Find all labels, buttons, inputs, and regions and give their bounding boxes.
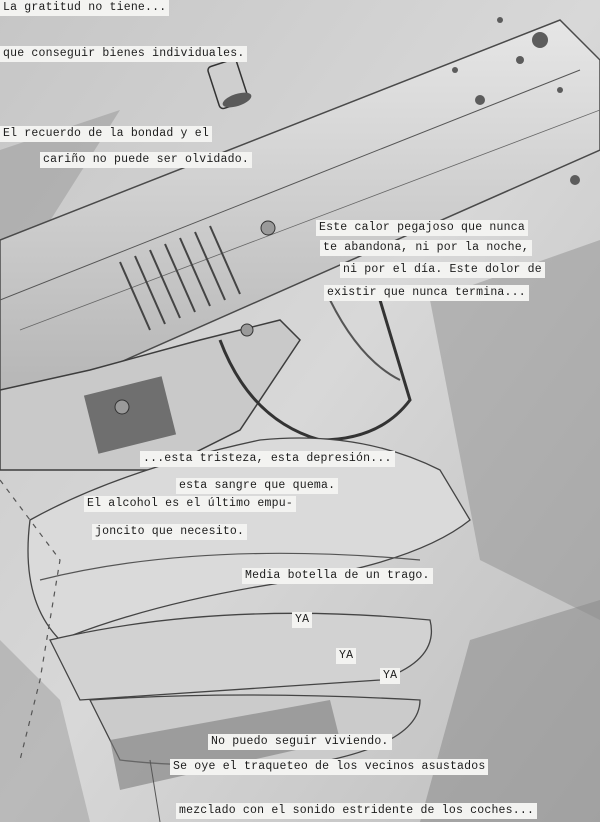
- caption-text: YA: [383, 669, 398, 682]
- caption-text: ni por el día. Este dolor de: [343, 263, 542, 276]
- caption-text: que conseguir bienes individuales.: [3, 47, 245, 60]
- caption-strip: Este calor pegajoso que nunca: [316, 220, 528, 236]
- caption-strip: esta sangre que quema.: [176, 478, 339, 494]
- caption-strip: que conseguir bienes individuales.: [0, 46, 248, 62]
- caption-strip: existir que nunca termina...: [324, 285, 529, 301]
- caption-strip: La gratitud no tiene...: [0, 0, 170, 16]
- caption-strip: Media botella de un trago.: [242, 568, 433, 584]
- caption-text: esta sangre que quema.: [179, 479, 336, 492]
- caption-text: La gratitud no tiene...: [3, 1, 167, 14]
- caption-strip: mezclado con el sonido estridente de los…: [176, 803, 538, 819]
- caption-strip: te abandona, ni por la noche,: [320, 240, 532, 256]
- caption-text: ...esta tristeza, esta depresión...: [143, 452, 392, 465]
- caption-text: YA: [339, 649, 354, 662]
- caption-strip: El recuerdo de la bondad y el: [0, 126, 212, 142]
- caption-text: joncito que necesito.: [95, 525, 245, 538]
- caption-text: mezclado con el sonido estridente de los…: [179, 804, 535, 817]
- caption-text: Se oye el traqueteo de los vecinos asust…: [173, 760, 486, 773]
- caption-strip: No puedo seguir viviendo.: [208, 734, 392, 750]
- caption-strip: YA: [292, 612, 313, 628]
- caption-text: Este calor pegajoso que nunca: [319, 221, 525, 234]
- caption-strip: El alcohol es el último empu-: [84, 496, 296, 512]
- caption-text: Media botella de un trago.: [245, 569, 430, 582]
- caption-text: El recuerdo de la bondad y el: [3, 127, 209, 140]
- caption-strip: ni por el día. Este dolor de: [340, 262, 545, 278]
- caption-strip: cariño no puede ser olvidado.: [40, 152, 252, 168]
- caption-strip: Se oye el traqueteo de los vecinos asust…: [170, 759, 489, 775]
- caption-text: YA: [295, 613, 310, 626]
- caption-strip: YA: [380, 668, 401, 684]
- caption-text: existir que nunca termina...: [327, 286, 526, 299]
- caption-text: El alcohol es el último empu-: [87, 497, 293, 510]
- caption-text: cariño no puede ser olvidado.: [43, 153, 249, 166]
- caption-strip: ...esta tristeza, esta depresión...: [140, 451, 395, 467]
- caption-text: No puedo seguir viviendo.: [211, 735, 389, 748]
- caption-strip: joncito que necesito.: [92, 524, 248, 540]
- caption-strip: YA: [336, 648, 357, 664]
- caption-text: te abandona, ni por la noche,: [323, 241, 529, 254]
